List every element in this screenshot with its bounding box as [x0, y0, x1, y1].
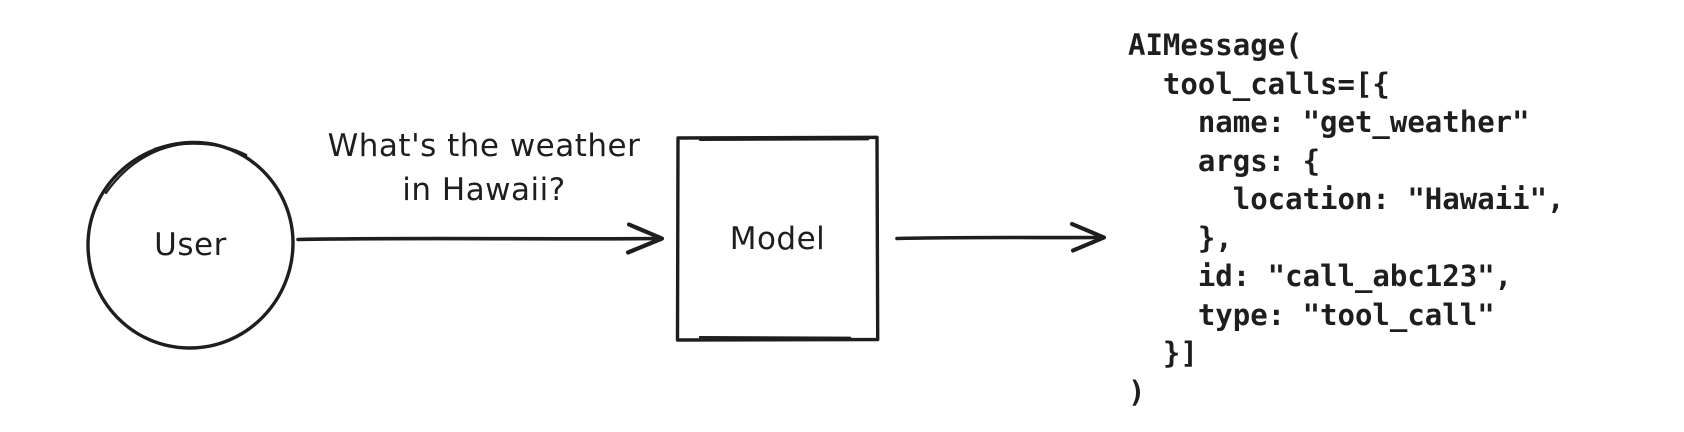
user-node-label: User — [154, 227, 227, 263]
user-node-circle — [86, 140, 295, 350]
response-arrow — [895, 221, 1107, 253]
request-arrow — [296, 222, 665, 255]
model-node-label: Model — [729, 220, 826, 257]
request-edge-label: What's the weather in Hawaii? — [283, 124, 685, 212]
ai-message-code: AIMessage( tool_calls=[{ name: "get_weat… — [1128, 28, 1565, 409]
request-edge-label-line2: in Hawaii? — [402, 172, 566, 208]
request-edge-label-line1: What's the weather — [327, 128, 641, 164]
model-node-box — [675, 135, 880, 342]
